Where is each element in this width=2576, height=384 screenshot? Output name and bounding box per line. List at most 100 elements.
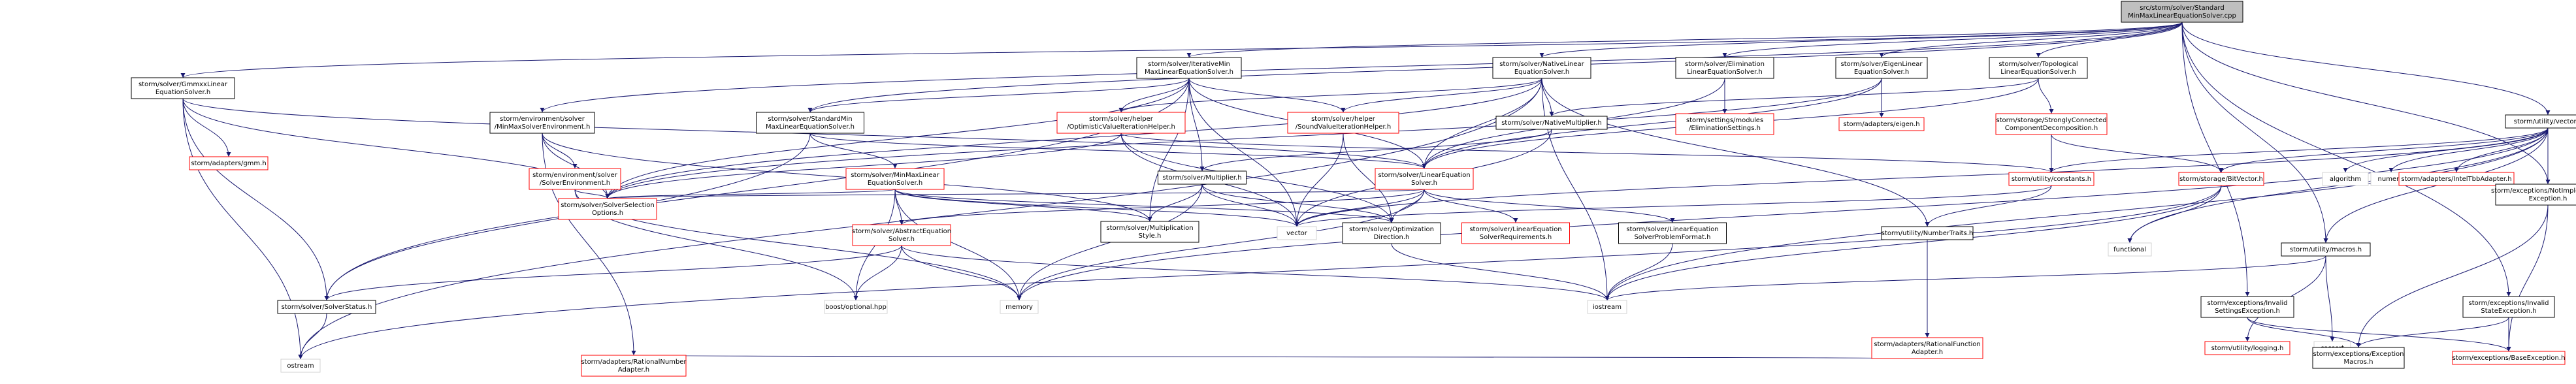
node-envMinMax-label-line: storm/environment/solver	[500, 116, 585, 123]
edge-stdMinMax-to-linearEq	[809, 133, 1427, 169]
node-soundHelper-label-line: storm/solver/helper	[1311, 116, 1376, 123]
node-stdMinMax[interactable]: storm/solver/StandardMinMaxLinearEquatio…	[756, 112, 864, 134]
node-iterative[interactable]: storm/solver/IterativeMinMaxLinearEquati…	[1136, 57, 1242, 79]
node-iterative-label-line: storm/solver/IterativeMin	[1148, 61, 1230, 68]
node-topological[interactable]: storm/solver/TopologicalLinearEquationSo…	[1989, 57, 2088, 79]
node-soundHelper[interactable]: storm/solver/helper/SoundValueIterationH…	[1287, 112, 1399, 134]
node-ostream: ostream	[280, 359, 321, 373]
node-ostream-box	[280, 359, 321, 373]
node-invalidState-box	[2462, 296, 2555, 318]
edges-layer	[181, 22, 2551, 360]
node-macros[interactable]: storm/utility/macros.h	[2281, 242, 2371, 257]
edge-iterative-to-multiplier	[1188, 78, 1205, 172]
node-logging[interactable]: storm/utility/logging.h	[2204, 341, 2291, 355]
node-envSolver[interactable]: storm/environment/solver/SolverEnvironme…	[529, 168, 621, 190]
node-elimination-label-line: storm/solver/Elimination	[1685, 61, 1765, 68]
edge-soundHelper-to-vector	[1294, 133, 1344, 227]
node-invalidState-label-line: StateException.h	[2481, 308, 2536, 315]
node-optimisticHelper-label-line: /OptimisticValueIterationHelper.h	[1067, 123, 1175, 131]
node-elimSettings-label-line: storm/settings/modules	[1686, 117, 1763, 124]
node-invalidSettings[interactable]: storm/exceptions/InvalidSettingsExceptio…	[2200, 296, 2294, 318]
node-envSolver-box	[529, 168, 621, 190]
node-vector-box	[1277, 226, 1317, 240]
node-scc[interactable]: storm/storage/StronglyConnectedComponent…	[1995, 113, 2108, 135]
node-envSolver-label-line: /SolverEnvironment.h	[540, 180, 610, 187]
node-stdMinMax-box	[756, 112, 864, 134]
node-envMinMax[interactable]: storm/environment/solver/MinMaxSolverEnv…	[489, 112, 595, 134]
node-stdMinMax-label-line: MaxLinearEquationSolver.h	[766, 123, 855, 131]
node-adaptersGmm[interactable]: storm/adapters/gmm.h	[189, 156, 269, 170]
node-elimination[interactable]: storm/solver/EliminationLinearEquationSo…	[1675, 57, 1774, 79]
node-multiplier[interactable]: storm/solver/Multiplier.h	[1158, 170, 1247, 185]
node-notImpl-label-line: Exception.h	[2529, 195, 2568, 202]
node-ostream-label-line: ostream	[287, 362, 314, 370]
edge-abstractEq-to-solverStatus	[324, 245, 902, 301]
node-excMacros-label-line: Macros.h	[2344, 359, 2373, 366]
node-root[interactable]: src/storm/solver/StandardMinMaxLinearEqu…	[2121, 1, 2243, 23]
node-macros-label-line: storm/utility/macros.h	[2290, 246, 2362, 253]
node-root-box	[2121, 1, 2243, 23]
edge-invalidSettings-to-excMacros	[2247, 317, 2361, 348]
node-notImpl[interactable]: storm/exceptions/NotImplementedException…	[2491, 184, 2576, 206]
node-adaptersEigen[interactable]: storm/adapters/eigen.h	[1838, 117, 1925, 131]
node-envMinMax-box	[489, 112, 595, 134]
node-root-label-line: src/storm/solver/Standard	[2140, 5, 2224, 12]
node-linearEq[interactable]: storm/solver/LinearEquationSolver.h	[1375, 168, 1474, 190]
edge-root-to-notImpl	[2181, 22, 2551, 185]
node-minMaxLinear[interactable]: storm/solver/MinMaxLinearEquationSolver.…	[845, 168, 945, 190]
node-native[interactable]: storm/solver/NativeLinearEquationSolver.…	[1492, 57, 1591, 79]
node-baseExc[interactable]: storm/exceptions/BaseException.h	[2452, 351, 2566, 365]
node-optional-label-line: boost/optional.hpp	[825, 304, 887, 311]
node-elimSettings[interactable]: storm/settings/modules/EliminationSettin…	[1675, 113, 1774, 135]
node-invalidSettings-label-line: SettingsException.h	[2215, 308, 2280, 315]
node-notImpl-box	[2495, 184, 2576, 206]
edge-optimisticHelper-to-constants	[1120, 133, 2054, 173]
node-optimisticHelper-label-line: storm/solver/helper	[1089, 116, 1154, 123]
node-elimSettings-box	[1675, 113, 1774, 135]
edge-vectorUtil-to-algorithm	[2343, 127, 2549, 173]
node-solverStatus-box	[277, 300, 376, 314]
node-nativeMult[interactable]: storm/solver/NativeMultiplier.h	[1495, 116, 1608, 130]
node-rationalFunc-label-line: Adapter.h	[1912, 349, 1943, 356]
edge-root-to-elimination	[1722, 22, 2183, 58]
edge-vectorUtil-to-memory	[1017, 127, 2549, 301]
node-eigen-label-line: storm/solver/EigenLinear	[1841, 61, 1923, 68]
node-solverStatus[interactable]: storm/solver/SolverStatus.h	[277, 300, 376, 314]
node-iterative-box	[1136, 57, 1242, 79]
edge-linearEq-to-vector	[1294, 189, 1425, 227]
edge-linearEq-to-memory	[1017, 189, 1425, 301]
node-iostream-box	[1587, 300, 1627, 314]
node-optimisticHelper[interactable]: storm/solver/helper/OptimisticValueItera…	[1056, 112, 1186, 134]
nodes-layer: src/storm/solver/StandardMinMaxLinearEqu…	[131, 1, 2576, 377]
node-solverStatus-label-line: storm/solver/SolverStatus.h	[282, 304, 372, 311]
edge-bitvector-to-ostream	[298, 185, 2222, 360]
edge-minMaxLinear-to-optDir	[894, 189, 1394, 223]
node-algorithm: algorithm	[2322, 172, 2369, 186]
node-iostream-label-line: iostream	[1593, 304, 1622, 311]
node-minMaxLinear-label-line: storm/solver/MinMaxLinear	[851, 172, 939, 179]
node-problemFormat[interactable]: storm/solver/LinearEquationSolverProblem…	[1618, 222, 1727, 244]
node-bitvector[interactable]: storm/storage/BitVector.h	[2178, 172, 2264, 186]
edge-root-to-native	[1539, 22, 2183, 58]
node-vector: vector	[1277, 226, 1317, 240]
edge-topological-to-nativeMult	[1549, 78, 2039, 117]
node-constants[interactable]: storm/utility/constants.h	[2008, 172, 2095, 186]
node-nativeReq[interactable]: storm/solver/LinearEquationSolverRequire…	[1461, 222, 1570, 244]
edge-envMinMax-to-envSolver	[542, 133, 578, 169]
node-vectorUtil[interactable]: storm/utility/vector.h	[2505, 114, 2576, 129]
edge-root-to-eigen	[1879, 22, 2183, 58]
node-functional-label-line: functional	[2113, 246, 2146, 253]
node-intelTbb[interactable]: storm/adapters/IntelTbbAdapter.h	[2398, 172, 2515, 186]
node-numberTraits[interactable]: storm/utility/NumberTraits.h	[1881, 226, 1974, 240]
node-optDir-box	[1342, 222, 1441, 244]
